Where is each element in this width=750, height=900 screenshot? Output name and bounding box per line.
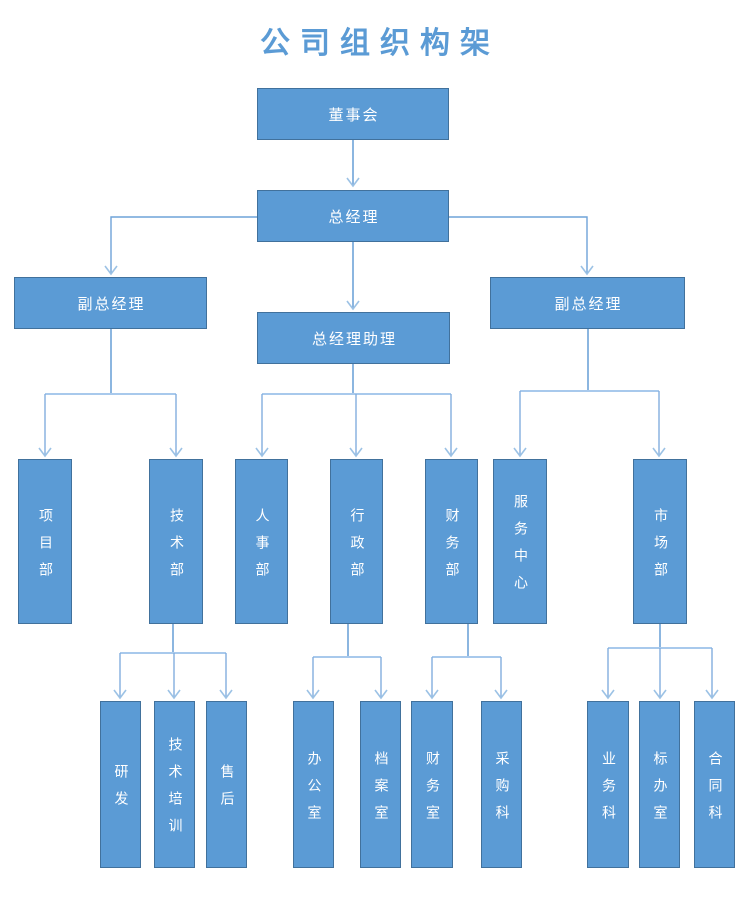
- node-admin-dept-label: 行政部: [348, 507, 365, 589]
- node-procurement-label: 采购科: [493, 750, 510, 832]
- node-archive-room: 档案室: [360, 701, 401, 868]
- node-gm-assistant: 总经理助理: [257, 312, 450, 364]
- node-office-label: 办公室: [305, 750, 322, 832]
- node-tech-training: 技术培训: [154, 701, 195, 868]
- node-admin-dept: 行政部: [330, 459, 383, 624]
- node-project-dept: 项目部: [18, 459, 72, 624]
- node-business-section: 业务科: [587, 701, 629, 868]
- node-rnd: 研发: [100, 701, 141, 868]
- node-board-label: 董事会: [328, 105, 380, 124]
- node-finance-room-label: 财务室: [424, 750, 440, 832]
- node-hr-dept-label: 人事部: [253, 507, 270, 589]
- node-rnd-label: 研发: [112, 764, 129, 818]
- node-hr-dept: 人事部: [235, 459, 288, 624]
- node-market-dept: 市场部: [633, 459, 687, 624]
- edge-gm-dgm-right: [449, 216, 594, 276]
- node-business-section-label: 业务科: [600, 750, 616, 832]
- node-archive-room-label: 档案室: [372, 750, 389, 832]
- node-tech-training-label: 技术培训: [166, 737, 183, 845]
- node-deputy-gm-right: 副总经理: [490, 277, 685, 329]
- node-contract-section: 合同科: [694, 701, 735, 868]
- node-contract-section-label: 合同科: [706, 750, 723, 832]
- page-title: 公司组织构架: [260, 26, 500, 61]
- node-board: 董事会: [257, 88, 449, 140]
- node-deputy-gm-right-label: 副总经理: [554, 294, 623, 313]
- node-bid-office: 标办室: [639, 701, 680, 868]
- node-tech-dept-label: 技术部: [168, 507, 184, 589]
- node-service-center: 服务中心: [493, 459, 547, 624]
- node-bid-office-label: 标办室: [651, 750, 668, 832]
- node-project-dept-label: 项目部: [37, 507, 53, 589]
- node-gm-assistant-label: 总经理助理: [311, 329, 397, 348]
- node-after-sales: 售后: [206, 701, 247, 868]
- node-deputy-gm-left-label: 副总经理: [77, 294, 146, 313]
- node-market-dept-label: 市场部: [652, 507, 668, 589]
- node-office: 办公室: [293, 701, 334, 868]
- node-general-manager: 总经理: [257, 190, 449, 242]
- node-tech-dept: 技术部: [149, 459, 203, 624]
- node-general-manager-label: 总经理: [328, 207, 380, 226]
- node-procurement: 采购科: [481, 701, 522, 868]
- node-finance-dept-label: 财务部: [443, 507, 460, 589]
- node-finance-room: 财务室: [411, 701, 453, 868]
- edge-gm-dgm-left: [104, 216, 257, 276]
- node-service-center-label: 服务中心: [512, 494, 528, 602]
- node-deputy-gm-left: 副总经理: [14, 277, 207, 329]
- node-after-sales-label: 售后: [218, 764, 235, 818]
- node-finance-dept: 财务部: [425, 459, 478, 624]
